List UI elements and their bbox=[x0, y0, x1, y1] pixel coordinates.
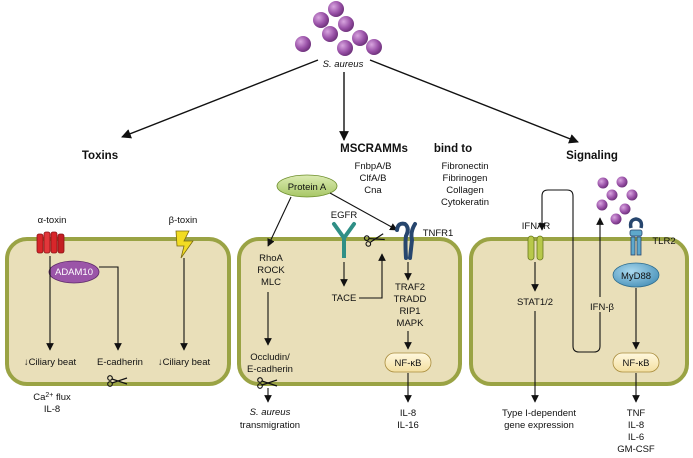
protein-a-oval bbox=[276, 174, 338, 198]
ifnar-label: IFNAR bbox=[522, 221, 551, 232]
adhesin-fnbpab: FnbpA/B bbox=[355, 161, 392, 172]
output-tnf: TNF bbox=[627, 408, 646, 419]
beta-toxin-label: β-toxin bbox=[169, 215, 198, 226]
output-il6: IL-6 bbox=[628, 432, 644, 443]
nfkb-label-signaling: NF-κB bbox=[623, 358, 650, 369]
output-il8: IL-8 bbox=[400, 408, 416, 419]
ecadherin-label: E-cadherin bbox=[97, 357, 143, 368]
ifn-beta-label: IFN-β bbox=[590, 302, 614, 313]
transmigration-label: transmigration bbox=[240, 420, 300, 431]
arrow-to-signaling bbox=[369, 59, 579, 144]
arrow-proteina-to-rhoa bbox=[267, 196, 292, 247]
adam10-oval bbox=[48, 260, 100, 284]
arrow-tace-to-scissors bbox=[359, 253, 386, 299]
adhesin-clfab: ClfA/B bbox=[360, 173, 387, 184]
small-bacteria-cluster bbox=[596, 176, 638, 225]
occludin-label: Occludin/ bbox=[250, 352, 290, 363]
egfr-receptor-icon bbox=[332, 222, 356, 258]
mlc-label: MLC bbox=[261, 277, 281, 288]
lightning-icon bbox=[175, 230, 194, 259]
output-gmcsf: GM-CSF bbox=[617, 444, 655, 455]
ligand-fibronectin: Fibronectin bbox=[442, 161, 489, 172]
protein-a-label: Protein A bbox=[288, 182, 327, 193]
scissors-icon bbox=[257, 377, 278, 389]
adam10-label: ADAM10 bbox=[55, 267, 93, 278]
output-il16: IL-16 bbox=[397, 420, 419, 431]
type1-label-line1: Type I-dependent bbox=[502, 408, 576, 419]
rip1-label: RIP1 bbox=[399, 306, 420, 317]
rhoa-label: RhoA bbox=[259, 253, 283, 264]
s-aureus-bacteria-cluster bbox=[295, 1, 382, 56]
mapk-label: MAPK bbox=[397, 318, 425, 329]
output-il8-signaling: IL-8 bbox=[628, 420, 644, 431]
header-bind-to: bind to bbox=[434, 143, 472, 155]
rock-label: ROCK bbox=[257, 265, 285, 276]
ca-flux-label: Ca2+ flux bbox=[33, 392, 71, 404]
header-signaling: Signaling bbox=[566, 150, 618, 162]
ciliary-beat-left: ↓Ciliary beat bbox=[24, 357, 77, 368]
tace-label: TACE bbox=[332, 293, 357, 304]
tnfr1-receptor-icon bbox=[395, 221, 417, 260]
tnfr1-label: TNFR1 bbox=[423, 228, 454, 239]
transmigration-organism: S. aureus bbox=[250, 407, 291, 418]
ifn-beta-loop-line bbox=[538, 189, 601, 353]
ligand-cytokeratin: Cytokeratin bbox=[441, 197, 489, 208]
ifnar-receptor-icon bbox=[527, 235, 544, 261]
egfr-label: EGFR bbox=[331, 210, 358, 221]
arrow-to-toxins bbox=[121, 59, 319, 139]
alpha-toxin-pore-icon bbox=[36, 231, 65, 254]
nfkb-box-signaling bbox=[612, 352, 660, 373]
traf2-label: TRAF2 bbox=[395, 282, 425, 293]
tradd-label: TRADD bbox=[394, 294, 427, 305]
scissors-icon bbox=[363, 233, 385, 247]
il8-toxins-label: IL-8 bbox=[44, 404, 60, 415]
type1-label-line2: gene expression bbox=[504, 420, 574, 431]
myd88-oval bbox=[612, 262, 660, 288]
ligand-collagen: Collagen bbox=[446, 185, 484, 196]
ciliary-beat-right: ↓Ciliary beat bbox=[158, 357, 211, 368]
nfkb-label-mscramms: NF-κB bbox=[395, 358, 422, 369]
adhesin-cna: Cna bbox=[364, 185, 382, 196]
scissors-icon bbox=[107, 375, 128, 387]
organism-label: S. aureus bbox=[323, 59, 364, 70]
header-toxins: Toxins bbox=[82, 150, 118, 162]
ligand-fibrinogen: Fibrinogen bbox=[443, 173, 488, 184]
header-mscramms: MSCRAMMs bbox=[340, 143, 408, 155]
stat-label: STAT1/2 bbox=[517, 297, 553, 308]
ecadherin-mscramms-label: E-cadherin bbox=[247, 364, 293, 375]
tlr2-label: TLR2 bbox=[652, 236, 675, 247]
tlr2-receptor-icon bbox=[628, 217, 644, 256]
nfkb-box-mscramms bbox=[384, 352, 432, 373]
myd88-label: MyD88 bbox=[621, 271, 651, 282]
arrow-adam10-to-ecadherin bbox=[99, 266, 122, 351]
alpha-toxin-label: α-toxin bbox=[38, 215, 67, 226]
arrow-proteina-to-tnfr1 bbox=[329, 192, 398, 231]
